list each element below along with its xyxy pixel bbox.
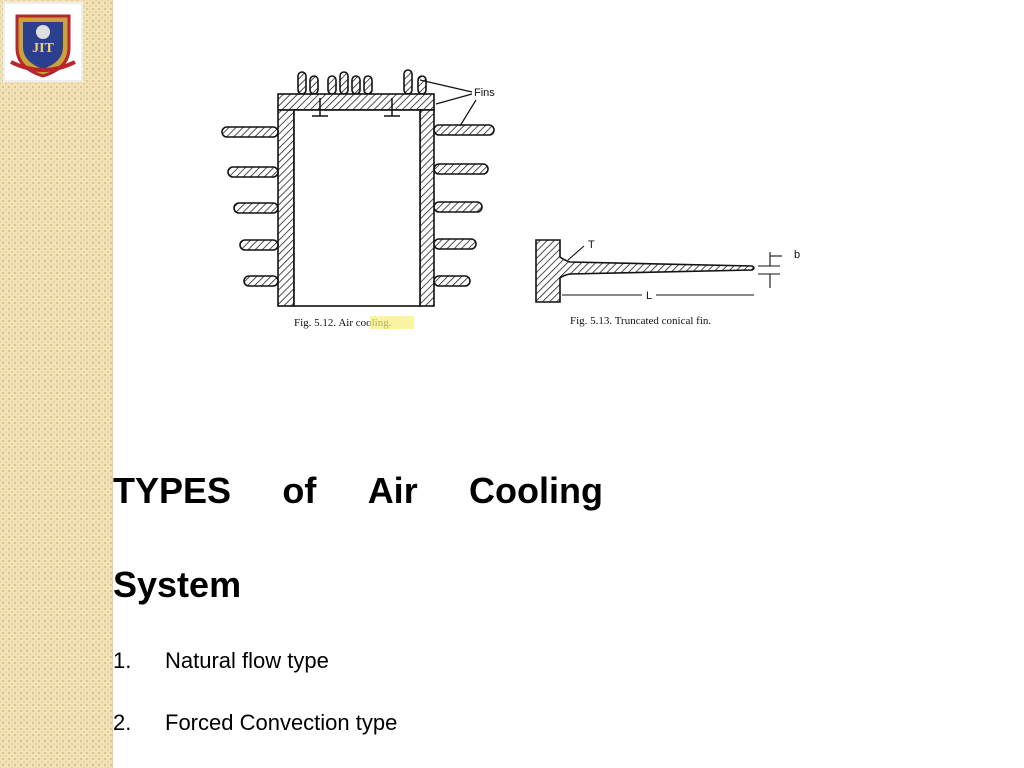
logo-lettering: JIT — [32, 41, 54, 56]
decorative-sidebar — [0, 0, 113, 768]
list-item: 1. Natural flow type — [113, 648, 329, 674]
label-T: T — [588, 239, 595, 251]
conical-fin-diagram: T b L Fig. 5.13. Truncated conical fin. — [535, 239, 800, 327]
title-word: TYPES — [113, 470, 232, 511]
slide-title: TYPES of Air Cooling — [113, 470, 603, 512]
fig-5-13-caption: Fig. 5.13. Truncated conical fin. — [570, 315, 711, 327]
list-item: 2. Forced Convection type — [113, 710, 397, 736]
list-text: Forced Convection type — [165, 710, 398, 735]
college-logo: JIT — [3, 2, 83, 82]
label-b: b — [794, 249, 800, 261]
title-word: of — [282, 470, 317, 511]
slide-title-line2: System — [113, 564, 242, 605]
list-text: Natural flow type — [165, 648, 329, 673]
title-word: Air — [367, 470, 418, 511]
title-word: Cooling — [469, 470, 603, 511]
list-number: 2. — [113, 710, 132, 735]
air-cooling-diagram: Fins Fig. 5.12. Air cooling. — [221, 69, 495, 329]
figure-area: Fins Fig. 5.12. Air cooling. T — [214, 64, 814, 344]
label-fins: Fins — [474, 87, 495, 99]
caption-highlight-marker — [370, 316, 414, 329]
list-number: 1. — [113, 648, 132, 673]
label-L: L — [646, 290, 652, 302]
